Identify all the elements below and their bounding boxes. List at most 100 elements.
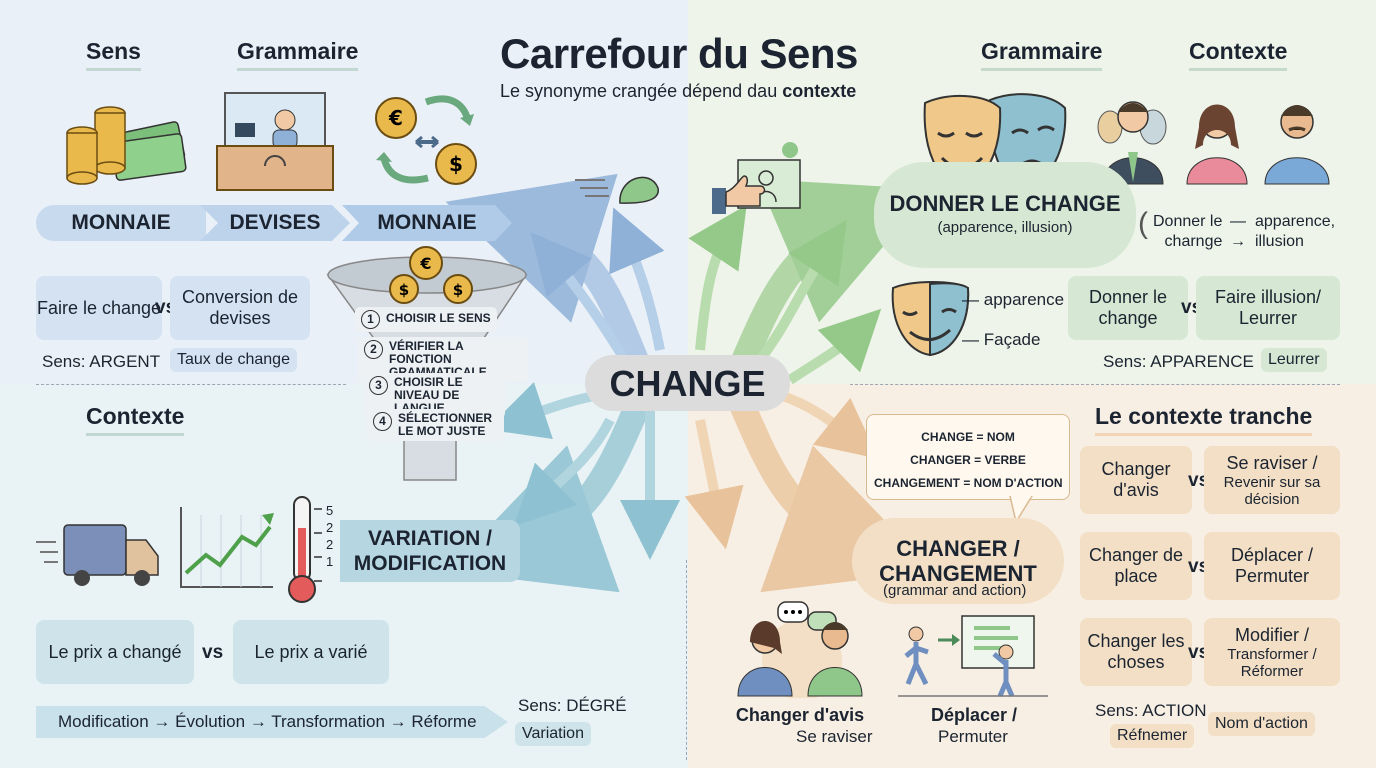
- pair-2-left: Changer de place: [1080, 532, 1192, 600]
- funnel-step-4: 4 SÉLECTIONNER LE MOT JUSTE: [367, 409, 504, 441]
- sens-degre: Sens: DÉGRÉ: [518, 696, 627, 715]
- arrow-to-variation: [446, 394, 652, 593]
- heading-sens: Sens: [86, 38, 141, 71]
- arrow-small-10: [684, 419, 744, 550]
- bubble-donner-le-change: DONNER LE CHANGE (apparence, illusion): [874, 162, 1136, 268]
- compare-box-conversion: Conversion de devises: [170, 276, 310, 340]
- pair-right-main: Modifier /: [1234, 624, 1310, 645]
- step-text: CHOISIR LE SENS: [386, 311, 491, 325]
- mask-label-apparence: — apparence: [962, 290, 1065, 309]
- chain-item-2: DEVISES: [200, 205, 350, 241]
- arrow-small-4: [755, 220, 847, 363]
- step-number: 1: [361, 310, 380, 329]
- handshake-board-icon: [712, 142, 801, 214]
- pair-right-sub: Revenir sur sa décision: [1223, 473, 1321, 508]
- heading-contexte-left: Contexte: [86, 403, 185, 436]
- note-right: apparence, illusion: [1255, 212, 1335, 252]
- compare-box-prix-varie: Le prix a varié: [233, 620, 389, 684]
- tick-label: 5: [326, 503, 334, 518]
- chip-leurrer: Leurrer: [1261, 348, 1327, 372]
- vs-label: vs: [202, 642, 224, 663]
- exchange-counter-icon: [216, 92, 334, 191]
- pair-1-left: Changer d'avis: [1080, 446, 1192, 514]
- bubble-title-2: CHANGEMENT: [879, 561, 1037, 586]
- compare-box-faire-illusion: Faire illusion/ Leurrer: [1196, 276, 1340, 340]
- arrow-small-9: [778, 390, 879, 459]
- note-left-1: Donner le: [1153, 213, 1223, 230]
- subtitle-bold: contexte: [782, 81, 857, 101]
- tick-label: 1: [326, 554, 334, 569]
- svg-text:$: $: [399, 281, 409, 299]
- pair-3-left: Changer les choses: [1080, 618, 1192, 686]
- step-number: 2: [364, 340, 383, 359]
- compare-box-prix-change: Le prix a changé: [36, 620, 194, 684]
- note-tail: [1009, 496, 1033, 524]
- arrow-small-8: [513, 417, 615, 527]
- progression-arrow: [36, 706, 508, 738]
- heading-contexte-tranche: Le contexte tranche: [1095, 403, 1313, 436]
- two-people-talk-icon: [737, 601, 863, 698]
- mask-label-2: Façade: [983, 330, 1041, 349]
- svg-text:$: $: [449, 152, 463, 176]
- pair-right-main: Se raviser /: [1226, 452, 1318, 473]
- progression-text: Modification → Évolution → Transformatio…: [58, 712, 477, 731]
- chip-nom-daction: Nom d'action: [1208, 712, 1315, 736]
- heading-grammaire-left: Grammaire: [237, 38, 359, 71]
- pair-1-right: Se raviser / Revenir sur sa décision: [1204, 446, 1340, 514]
- person-moving-board-icon: [898, 615, 1048, 697]
- grammar-note-box: [866, 414, 1070, 500]
- note-right-2: illusion: [1255, 233, 1304, 250]
- currency-exchange-icon: € $: [375, 95, 477, 185]
- pair-right-sub: Transformer / Réformer: [1227, 645, 1317, 680]
- divider-left: [36, 384, 346, 385]
- svg-text:€: €: [419, 254, 431, 273]
- thermo-ticks: 5 2 2 1: [326, 502, 333, 570]
- chip-refnemer: Réfnemer: [1110, 724, 1195, 748]
- coins-cash-icon: [66, 106, 187, 185]
- chain-item-1: MONNAIE: [36, 205, 206, 241]
- svg-text:$: $: [453, 281, 463, 299]
- note-right-1: apparence,: [1255, 213, 1336, 230]
- vs-label: vs: [1188, 642, 1210, 663]
- arrow-small-5: [787, 308, 882, 385]
- step-number: 3: [369, 376, 388, 395]
- chip-variation: Variation: [515, 722, 591, 746]
- mask-label-facade: — Façade: [962, 330, 1041, 349]
- bubble-changer-changement: CHANGER / CHANGEMENT: [852, 518, 1064, 604]
- tick-label: 2: [326, 520, 334, 535]
- divider-vertical: [686, 560, 687, 760]
- arrow-small-2: [530, 232, 630, 363]
- funnel-step-1: 1 CHOISIR LE SENS: [355, 307, 497, 332]
- chip-taux-de-change: Taux de change: [170, 348, 297, 372]
- thermometer-icon: [288, 496, 322, 603]
- compare-box-faire-le-change: Faire le change: [36, 276, 162, 340]
- pair-2-right: Déplacer / Permuter: [1204, 532, 1340, 600]
- truck-icon: [36, 524, 159, 586]
- half-mask-icon: [891, 281, 970, 357]
- scene1-subtitle: Se raviser: [796, 727, 873, 746]
- rising-chart-icon: [180, 507, 274, 588]
- vs-label: vs: [1188, 556, 1210, 577]
- center-word-badge: CHANGE: [585, 355, 790, 411]
- pill-variation-modification: VARIATION / MODIFICATION: [340, 520, 520, 582]
- sens-apparence: Sens: APPARENCE: [1103, 352, 1254, 371]
- grammar-line: CHANGER = VERBE: [910, 453, 1026, 467]
- vs-label: vs: [1188, 470, 1210, 491]
- subtitle-plain: Le synonyme crangée dépend dau: [500, 81, 783, 101]
- chain-item-3: MONNAIE: [342, 205, 512, 241]
- step-number: 4: [373, 412, 392, 431]
- arrow-small-3: [688, 205, 747, 351]
- scene2-title: Déplacer /: [931, 705, 1018, 725]
- grammar-line: CHANGEMENT = NOM D'ACTION: [874, 476, 1063, 490]
- page-subtitle: Le synonyme crangée dépend dau contexte: [500, 81, 856, 102]
- grammar-lines: CHANGE = NOM CHANGER = VERBE CHANGEMENT …: [874, 426, 1063, 495]
- step-text: SÉLECTIONNER LE MOT JUSTE: [398, 411, 493, 438]
- bubble-title-1: CHANGER /: [896, 536, 1020, 561]
- tick-label: 2: [326, 537, 334, 552]
- note-left-2: charnge: [1164, 233, 1223, 250]
- people-portraits-icon: [1097, 101, 1330, 185]
- pair-3-right: Modifier / Transformer / Réformer: [1204, 618, 1340, 686]
- sens-argent: Sens: ARGENT: [42, 352, 161, 371]
- arrow-to-action: [728, 394, 934, 593]
